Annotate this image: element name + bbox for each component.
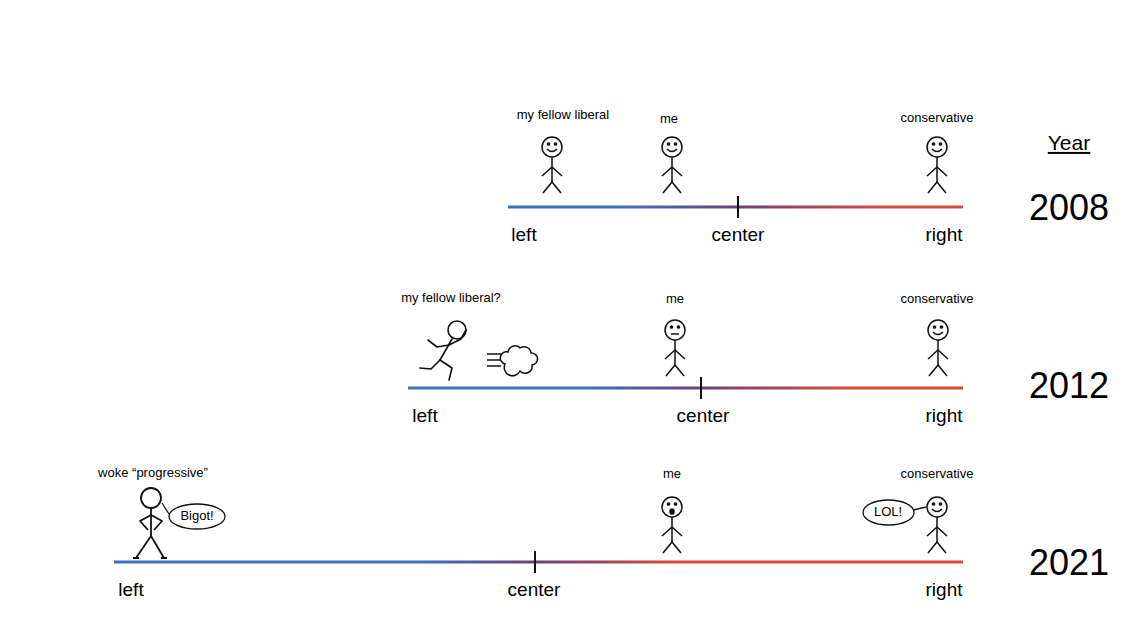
center-tick	[700, 377, 702, 399]
figure-label: conservative	[901, 111, 974, 126]
stick-figure	[665, 320, 685, 376]
axis-label: center	[508, 579, 561, 601]
axis-label: left	[412, 405, 437, 427]
axis-label: left	[118, 579, 143, 601]
figure-label: me	[660, 112, 678, 127]
figure-label: conservative	[901, 292, 974, 307]
center-tick	[534, 551, 536, 573]
year-label: 2012	[1029, 365, 1109, 406]
axis-label: right	[926, 224, 963, 246]
axis-label: right	[926, 579, 963, 601]
bubble-tail	[162, 503, 169, 514]
axis-label: center	[712, 224, 765, 246]
figure-label: me	[663, 467, 681, 482]
stick-figure	[662, 497, 682, 553]
stick-figure	[927, 497, 947, 553]
spectrum-line	[114, 561, 963, 564]
stick-figure	[542, 137, 562, 193]
running-figure	[420, 321, 466, 380]
stick-figure	[928, 320, 948, 376]
spectrum-line	[508, 206, 963, 209]
spectrum-line	[408, 387, 963, 390]
axis-label: Year	[1048, 131, 1090, 155]
year-label: 2021	[1029, 542, 1109, 583]
axis-label: right	[926, 405, 963, 427]
dust-cloud	[487, 346, 538, 376]
woke-figure	[133, 488, 167, 558]
center-tick	[737, 196, 739, 218]
bubble-text: LOL!	[874, 505, 902, 520]
figure-label: woke “progressive”	[98, 466, 208, 481]
figure-label: my fellow liberal?	[401, 291, 501, 306]
stick-figure	[662, 137, 682, 193]
speech-bubble: Bigot!	[168, 503, 226, 530]
axis-label: center	[677, 405, 730, 427]
figure-label: me	[666, 292, 684, 307]
bubble-tail	[914, 507, 927, 510]
figure-label: my fellow liberal	[517, 108, 609, 123]
year-label: 2008	[1029, 187, 1109, 228]
figure-label: conservative	[901, 467, 974, 482]
stick-figure	[927, 137, 947, 193]
speech-bubble: LOL!	[862, 499, 915, 526]
axis-label: left	[511, 224, 536, 246]
bubble-text: Bigot!	[180, 509, 213, 524]
